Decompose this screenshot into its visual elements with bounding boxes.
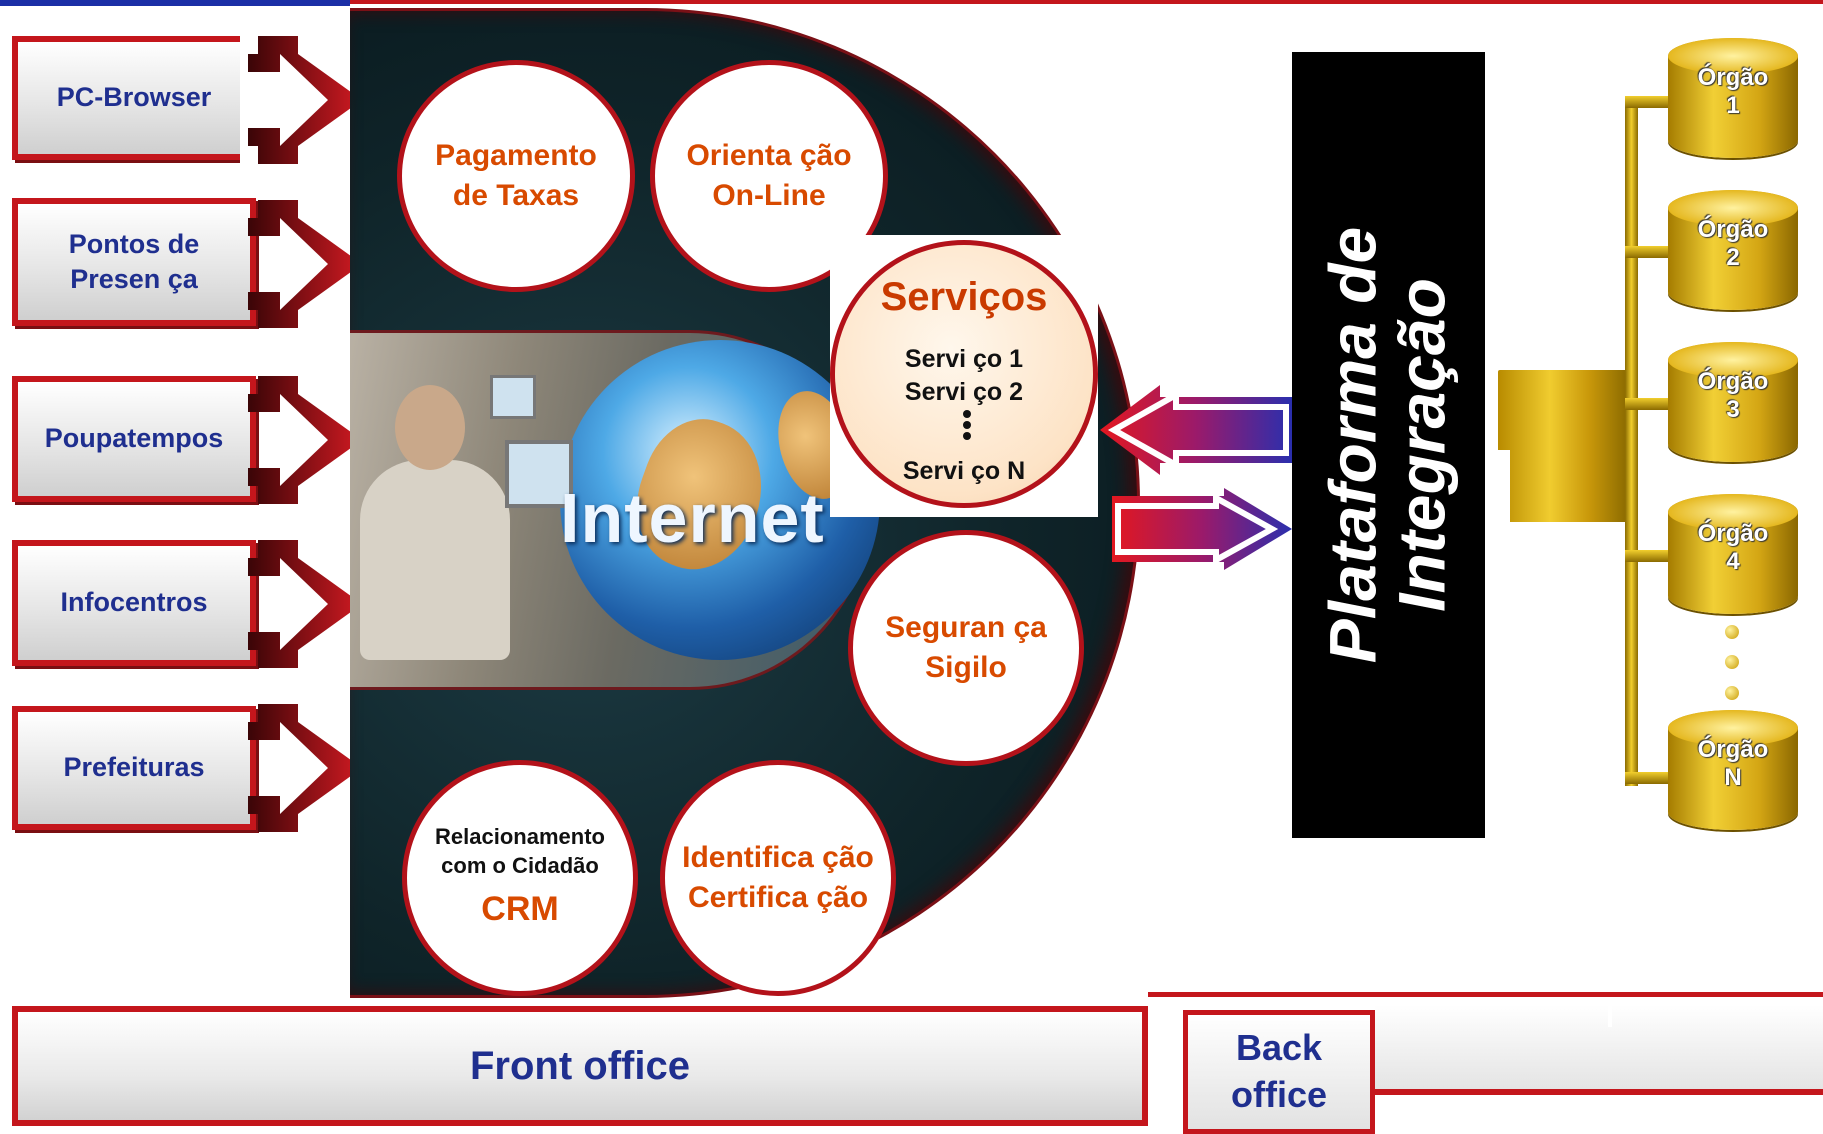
person-at-computer-illustration [360,460,510,660]
monitor-icon [505,440,573,508]
platform-label: Plataforma de Integração [1315,226,1459,664]
organ-label: Órgão 4 [1697,520,1769,575]
channel-arrow-4 [248,540,362,668]
connector-stub [1625,96,1670,108]
channel-arrow-1 [240,36,362,164]
top-accent-line-blue [0,0,350,6]
servico-item: Servi ço 1 [904,345,1024,373]
organ-database-icon: Órgão 1 [1668,38,1798,158]
connector-stub [1625,398,1670,410]
back-office-label: Back office [1183,1010,1375,1134]
ellipsis-dot-icon [1725,655,1739,669]
channel-arrow-3 [248,376,362,504]
ellipsis-dots-icon [963,410,971,443]
internet-image-text: Internet [560,479,825,557]
organ-database-icon: Órgão 4 [1668,494,1798,614]
servico-item: Servi ço N [902,457,1026,485]
circle-crm: Relacionamento com o Cidadão CRM [402,760,638,996]
connector-stub [1625,550,1670,562]
top-accent-line-red [350,0,1823,4]
integration-platform [1292,52,1485,838]
connector-bus [1625,96,1638,786]
arrow-to-front-office [1100,385,1292,475]
ellipsis-dot-icon [1725,625,1739,639]
organ-label: Órgão 1 [1697,64,1769,119]
organ-label: Órgão N [1697,736,1769,791]
connector-block [1498,370,1628,522]
circle-seguranca-sigilo: Seguran ça Sigilo [848,530,1084,766]
circle-identificacao-certificacao: Identifica ção Certifica ção [660,760,896,996]
back-office-bar [1375,1005,1823,1095]
connector-stub [1625,772,1670,784]
channel-poupatempos: Poupatempos [12,376,256,502]
organ-label: Órgão 2 [1697,216,1769,271]
organ-database-icon: Órgão N [1668,710,1798,830]
arrow-to-platform [1112,488,1292,570]
channel-pc-browser: PC-Browser [12,36,256,160]
servico-item: Servi ço 2 [904,378,1024,406]
channel-arrow-2 [248,200,362,328]
back-office-divider [1148,992,1823,997]
organ-database-icon: Órgão 3 [1668,342,1798,462]
circle-pagamento-de-taxas: Pagamento de Taxas [397,60,635,292]
crm-description: Relacionamento com o Cidadão [435,824,605,879]
back-office-bar-divider [1608,1005,1612,1027]
front-office-label: Front office [12,1006,1148,1126]
channel-infocentros: Infocentros [12,540,256,666]
organ-label: Órgão 3 [1697,368,1769,423]
circle-servicos: Serviços Servi ço 1 Servi ço 2 Servi ço … [830,240,1098,508]
connector-notch [1498,450,1510,522]
monitor-icon [490,375,536,419]
organ-database-icon: Órgão 2 [1668,190,1798,310]
person-head-illustration [395,385,465,470]
channel-arrow-5 [248,704,362,832]
channel-prefeituras: Prefeituras [12,706,256,830]
crm-acronym: CRM [481,889,559,928]
servicos-title: Serviços [880,275,1048,319]
channel-pontos-de-presenca: Pontos de Presen ça [12,198,256,326]
connector-stub [1625,246,1670,258]
ellipsis-dot-icon [1725,686,1739,700]
